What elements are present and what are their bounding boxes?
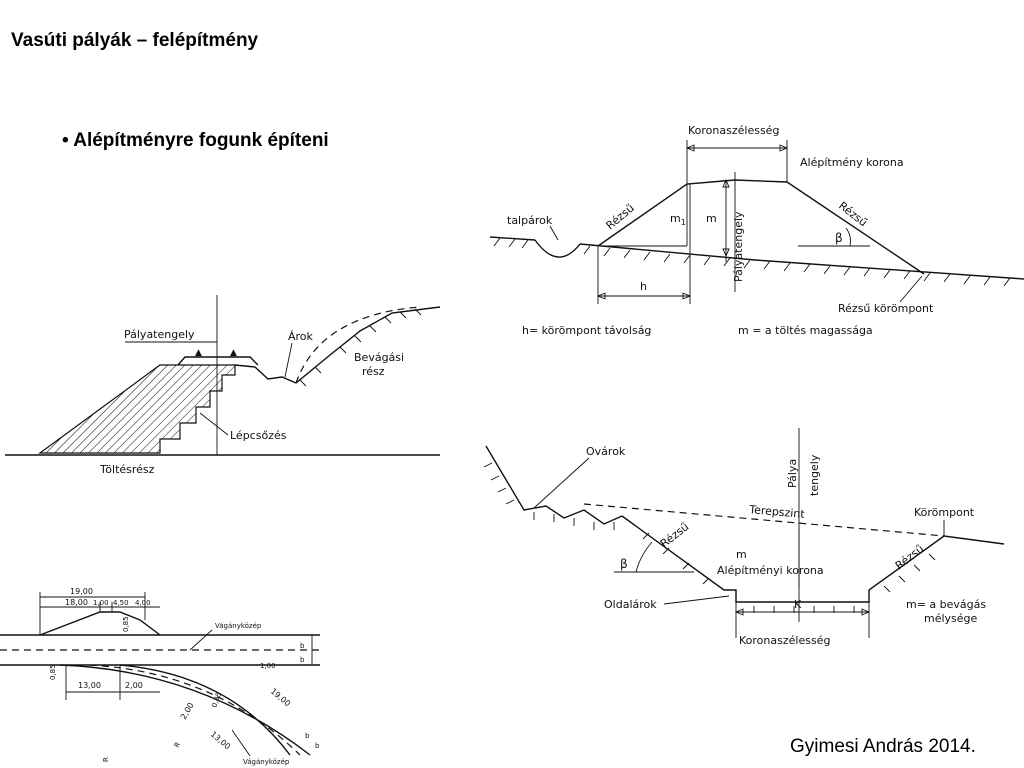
dim-18: 18,00 (65, 598, 88, 607)
koronaszelesseg-label: Koronaszélesség (688, 124, 779, 137)
dim-19-right: 19,00 (269, 687, 292, 709)
talparok-label: talpárok (507, 214, 553, 227)
lepcsozes-label: Lépcsőzés (230, 429, 287, 442)
dim-0-85a: 0,85 (122, 616, 130, 632)
vaganykozep-bottom: Vágányközép (243, 758, 290, 766)
bevagasi-label: Bevágási (354, 351, 404, 364)
toltesresz-label: Töltésrész (99, 463, 155, 476)
h-label: h (640, 280, 647, 293)
dim-4-50: 4,50 (113, 599, 129, 607)
dim-19-top: 19,00 (70, 587, 93, 596)
rezsu-korompont-label: Rézsű körömpont (838, 302, 934, 315)
dim-4-00: 4,00 (135, 599, 151, 607)
dim-13-diag: 13,00 (209, 730, 232, 752)
dim-1a: 1,00 (93, 599, 109, 607)
dim-b4: b (315, 742, 320, 750)
section-palyatengely-label: Pályatengely (124, 328, 195, 341)
rezsu-left-label: Rézsű (604, 202, 637, 233)
section-step-diagram: ▲ ▲ Pályatengely Árok Bevágási rész Lépc… (0, 295, 440, 480)
vaganykozep-top: Vágányközép (215, 622, 262, 630)
legend-h: h= körömpont távolság (522, 324, 651, 337)
cutting-m-label: m (736, 548, 747, 561)
rezsu-right-label: Rézsű (836, 199, 870, 229)
author-footer: Gyimesi András 2014. (790, 736, 976, 757)
dim-2-left: 2,00 (125, 681, 143, 690)
dim-b3: b (305, 732, 310, 740)
korompont-label: Körömpont (914, 506, 975, 519)
dim-R2: R (173, 741, 182, 749)
cutting-legend-2: mélysége (924, 612, 978, 625)
palya-label: Pálya (786, 459, 799, 488)
cutting-beta-label: β (620, 557, 628, 571)
svg-text:▲: ▲ (230, 348, 237, 358)
embankment-diagram: Koronaszélesség Alépítmény korona talpár… (480, 122, 1024, 346)
dim-b2: b (300, 656, 305, 664)
dim-13-left: 13,00 (78, 681, 101, 690)
slide-title: Vasúti pályák – felépítmény (11, 30, 259, 51)
dim-R1: R (102, 757, 110, 762)
cutting-koronaszelesseg-label: Koronaszélesség (739, 634, 830, 647)
cutting-alepitmeny-korona-label: Alépítményi korona (717, 564, 824, 577)
legend-m: m = a töltés magassága (738, 324, 873, 337)
tengely-label: tengely (808, 454, 821, 496)
k-label: K (794, 598, 802, 611)
alepitmeny-korona-label: Alépítmény korona (800, 156, 904, 169)
cutting-rezsu-left-label: Rézsű (658, 520, 692, 550)
bullet-text: Alépítményre fogunk építeni (73, 130, 329, 151)
track-plan-diagram: 19,00 18,00 1,00 4,50 4,00 0,85 Vágánykö… (0, 580, 330, 768)
dim-2-diag: 2,00 (179, 701, 196, 721)
cutting-legend-1: m= a bevágás (906, 598, 986, 611)
bullet-point: • Alépítményre fogunk építeni (62, 130, 329, 151)
m1-label: m1 (670, 212, 686, 227)
palyatengely-label: Pályatengely (732, 211, 745, 282)
resz-label: rész (362, 365, 385, 378)
dim-0-85b: 0,85 (49, 664, 57, 680)
arok-label: Árok (288, 330, 314, 343)
dim-1b: 1,00 (260, 662, 276, 670)
dim-b1: b (300, 642, 305, 650)
beta-label: β (835, 231, 843, 245)
ovarok-label: Ovárok (586, 445, 626, 458)
cutting-rezsu-right-label: Rézsű (893, 542, 927, 572)
oldalarok-label: Oldalárok (604, 598, 657, 611)
svg-text:▲: ▲ (195, 348, 202, 358)
m-label: m (706, 212, 717, 225)
cutting-diagram: Terepszint Pálya tengely Ovárok Körömpon… (474, 408, 1024, 658)
terepszint-label: Terepszint (748, 503, 806, 521)
